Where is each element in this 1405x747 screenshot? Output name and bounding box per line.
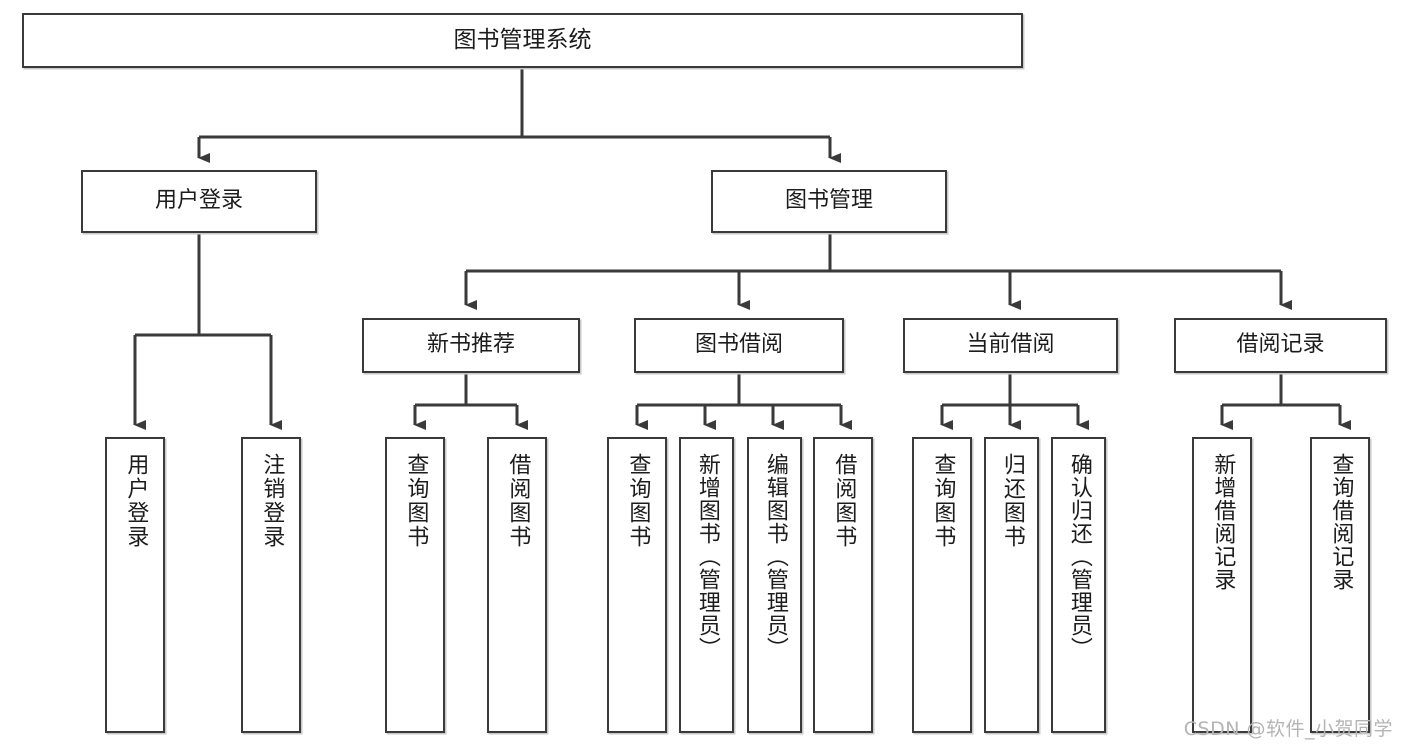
node-label: 查询图书: [930, 453, 956, 549]
node-label: 新书推荐: [426, 332, 515, 358]
node-label: 查询图书: [403, 453, 429, 549]
node-label: 图书管理系统: [453, 26, 592, 53]
node-leaf-query-borrow-record[interactable]: 查询借阅记录: [1310, 437, 1370, 733]
node-user-login[interactable]: 用户登录: [81, 170, 317, 233]
node-label: 图书借阅: [694, 332, 783, 358]
node-label: 注销登录: [259, 453, 285, 549]
node-leaf-query-book-borrow[interactable]: 查询图书: [607, 437, 667, 733]
node-book-borrow[interactable]: 图书借阅: [634, 318, 844, 373]
node-leaf-borrow-book-new[interactable]: 借阅图书: [487, 437, 547, 733]
node-leaf-logout[interactable]: 注销登录: [241, 437, 301, 733]
node-leaf-borrow-book[interactable]: 借阅图书: [813, 437, 873, 733]
node-label: 借阅图书: [831, 453, 857, 549]
node-leaf-user-login[interactable]: 用户登录: [105, 437, 165, 733]
node-leaf-add-book-admin[interactable]: 新增图书（管理员）: [679, 437, 734, 733]
node-label: 编辑图书（管理员）: [762, 453, 788, 660]
node-current-borrow[interactable]: 当前借阅: [903, 318, 1118, 373]
csdn-watermark: CSDN @软件_小贺同学: [1183, 718, 1393, 740]
node-leaf-edit-book-admin[interactable]: 编辑图书（管理员）: [747, 437, 802, 733]
node-leaf-confirm-return-admin[interactable]: 确认归还（管理员）: [1051, 437, 1106, 733]
node-label: 归还图书: [999, 453, 1025, 549]
node-leaf-return-book[interactable]: 归还图书: [984, 437, 1039, 733]
node-leaf-add-borrow-record[interactable]: 新增借阅记录: [1192, 437, 1252, 733]
node-label: 用户登录: [123, 453, 149, 549]
node-leaf-query-book-current[interactable]: 查询图书: [912, 437, 972, 733]
node-borrow-record[interactable]: 借阅记录: [1174, 318, 1387, 373]
node-new-book-recommend[interactable]: 新书推荐: [362, 318, 580, 373]
node-book-management[interactable]: 图书管理: [711, 170, 947, 233]
node-label: 查询图书: [625, 453, 651, 549]
node-label: 新增借阅记录: [1210, 453, 1236, 591]
node-label: 当前借阅: [966, 332, 1055, 358]
node-label: 借阅记录: [1236, 332, 1325, 358]
node-leaf-query-book-new[interactable]: 查询图书: [385, 437, 445, 733]
node-label: 图书管理: [784, 188, 873, 214]
node-root-book-management-system[interactable]: 图书管理系统: [22, 13, 1023, 68]
node-label: 确认归还（管理员）: [1066, 453, 1092, 660]
node-label: 查询借阅记录: [1328, 453, 1354, 591]
node-label: 借阅图书: [505, 453, 531, 549]
node-label: 用户登录: [154, 188, 243, 214]
node-label: 新增图书（管理员）: [694, 453, 720, 660]
